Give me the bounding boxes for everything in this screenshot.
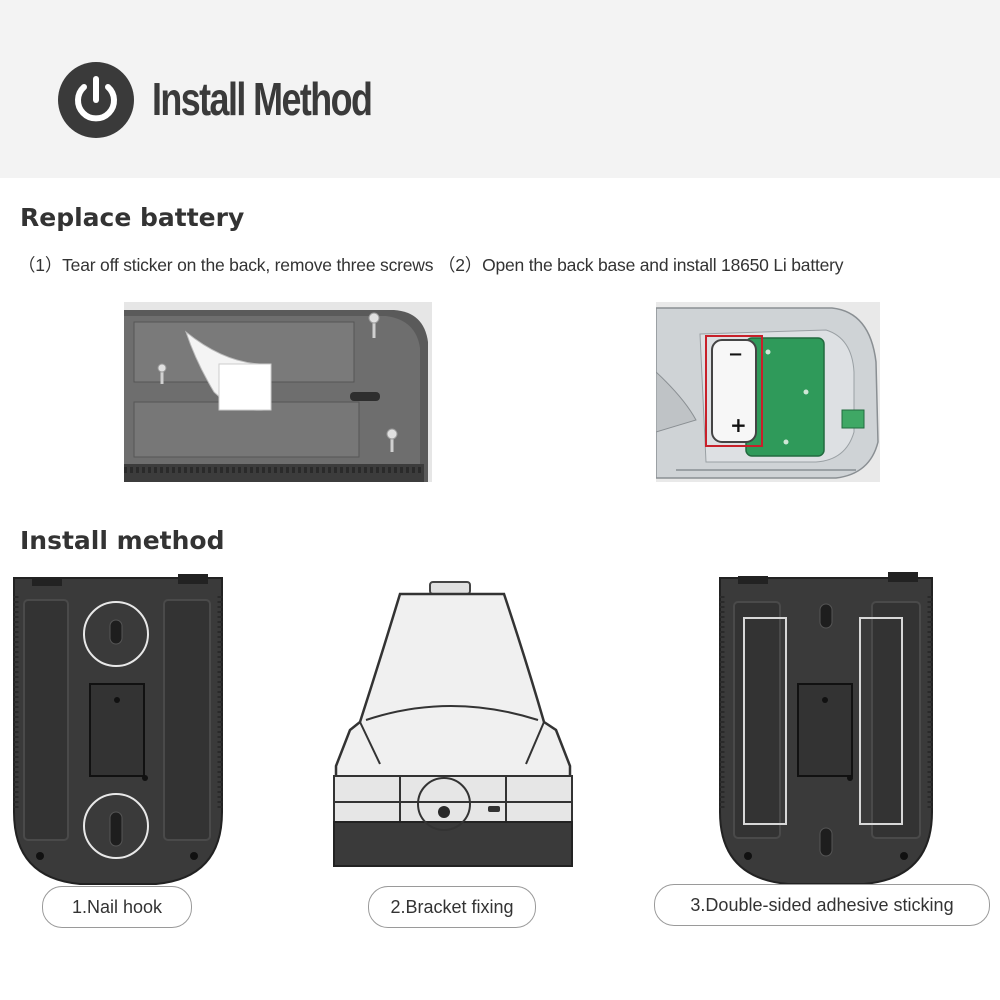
battery-plus-label: + xyxy=(730,413,747,437)
page-title: Install Method xyxy=(152,73,373,125)
install-method-heading: Install method xyxy=(20,526,225,555)
bracket-fixing-device-image xyxy=(333,581,573,867)
battery-installed-image: − + xyxy=(656,302,880,482)
power-icon xyxy=(58,62,134,138)
header-band xyxy=(0,0,1000,178)
replace-battery-heading: Replace battery xyxy=(20,203,245,232)
replace-steps-text: （1）Tear off sticker on the back, remove … xyxy=(18,255,844,275)
caption-adhesive-sticking: 3.Double-sided adhesive sticking xyxy=(654,884,990,926)
battery-minus-label: − xyxy=(728,344,743,365)
adhesive-device-image xyxy=(719,572,933,885)
nail-hook-device-image xyxy=(13,574,223,885)
caption-bracket-fixing: 2.Bracket fixing xyxy=(368,886,536,928)
caption-nail-hook: 1.Nail hook xyxy=(42,886,192,928)
device-back-screws-image xyxy=(124,302,432,482)
